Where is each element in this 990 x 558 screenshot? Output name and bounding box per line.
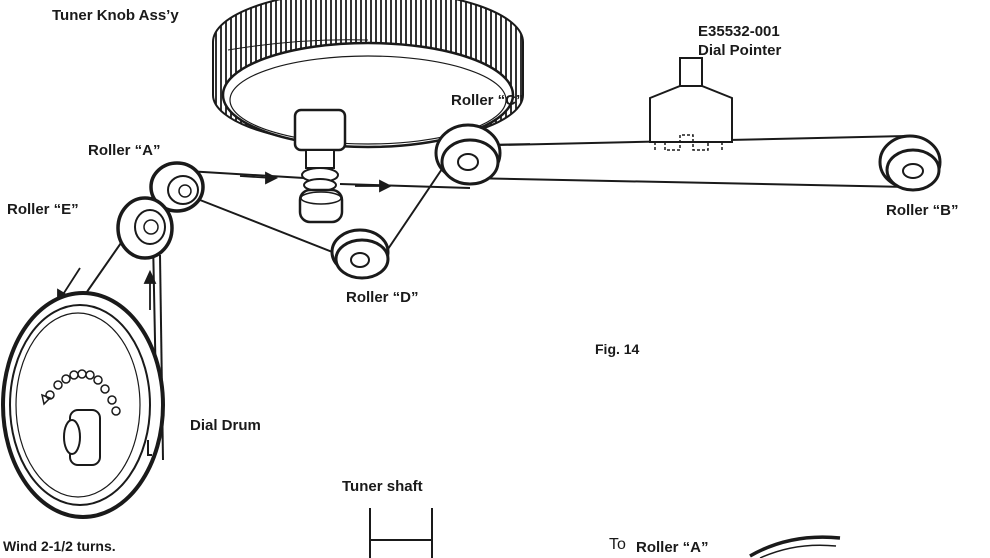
label-roller-d: Roller “D” <box>346 289 419 306</box>
dial-pointer <box>649 57 733 151</box>
label-dial-pointer: Dial Pointer <box>698 42 782 59</box>
label-to-roller-a: Roller “A” <box>636 539 709 556</box>
label-roller-c: Roller “C” <box>451 92 524 109</box>
roller-e <box>116 196 174 260</box>
label-roller-a: Roller “A” <box>88 142 161 159</box>
label-dial-drum: Dial Drum <box>190 417 261 434</box>
tuner-knob-shaft <box>293 108 347 224</box>
cord-direction-arrows <box>57 138 531 310</box>
label-roller-b: Roller “B” <box>886 202 959 219</box>
label-tuner-knob: Tuner Knob Ass’y <box>52 7 179 24</box>
dial-drum <box>1 291 165 519</box>
label-part-number: E35532-001 <box>698 23 780 40</box>
roller-a <box>149 161 205 213</box>
roller-d <box>330 228 390 280</box>
label-to-prefix: To <box>609 536 626 553</box>
label-roller-e: Roller “E” <box>7 201 79 218</box>
roller-b <box>878 134 942 192</box>
label-wind-note: Wind 2-1/2 turns. <box>3 538 116 554</box>
label-figure: Fig. 14 <box>595 341 640 357</box>
roller-a-detail <box>749 535 841 558</box>
label-tuner-shaft: Tuner shaft <box>342 478 423 495</box>
tuner-shaft-detail <box>369 508 433 558</box>
roller-c <box>434 123 502 186</box>
